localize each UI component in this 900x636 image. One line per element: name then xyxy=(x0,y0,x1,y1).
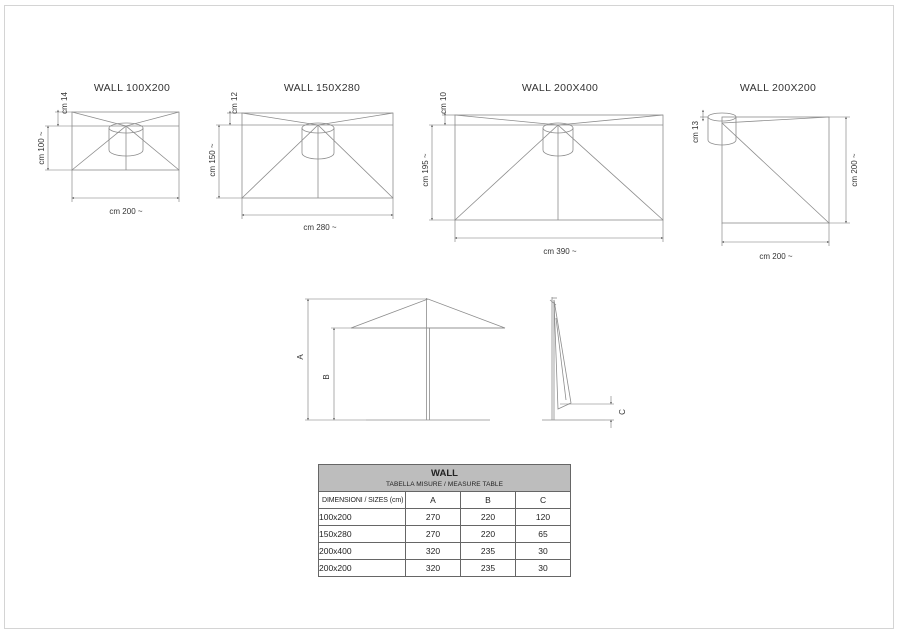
height-label: cm 200 ~ xyxy=(850,153,859,186)
table-subtitle: TABELLA MISURE / MEASURE TABLE xyxy=(385,480,504,488)
diagram-title: WALL 150X280 xyxy=(284,82,360,94)
height-label: cm 150 ~ xyxy=(208,143,217,176)
value-b: 235 xyxy=(460,542,516,560)
diagram-title: WALL 100X200 xyxy=(94,82,170,94)
value-c: 30 xyxy=(514,542,572,560)
column-header-b: B xyxy=(460,491,516,509)
umbrella-closed-elevation: C xyxy=(542,297,627,428)
height-label: cm 100 ~ xyxy=(37,131,46,164)
column-header-a: A xyxy=(405,491,461,509)
offset-label: cm 14 xyxy=(60,92,69,114)
value-b: 220 xyxy=(460,508,516,526)
table-row: 200x200 320 235 30 xyxy=(318,559,572,577)
value-c: 120 xyxy=(514,508,572,526)
value-a: 270 xyxy=(405,508,461,526)
offset-label: cm 12 xyxy=(230,92,239,114)
table-title: WALL xyxy=(431,467,458,479)
offset-label: cm 13 xyxy=(691,121,700,143)
value-c: 30 xyxy=(514,559,572,577)
canopy-outline xyxy=(241,112,394,199)
value-a: 320 xyxy=(405,542,461,560)
value-c: 65 xyxy=(514,525,572,543)
canopy-outline xyxy=(721,116,830,224)
value-b: 220 xyxy=(460,525,516,543)
canopy-outline xyxy=(71,111,180,171)
size-cell: 150x280 xyxy=(318,525,406,543)
column-header-sizes: DIMENSIONI / SIZES (cm) xyxy=(318,491,406,509)
value-a: 270 xyxy=(405,525,461,543)
diagram-wall-150x280: WALL 150X280 cm 150 ~ cm 12 cm 280 ~ xyxy=(208,82,394,232)
width-label: cm 280 ~ xyxy=(303,223,336,232)
diagram-wall-200x400: WALL 200X400 cm 195 ~ cm 10 cm 390 ~ xyxy=(421,82,664,256)
table-row: 100x200 270 220 120 xyxy=(318,508,572,526)
width-label: cm 200 ~ xyxy=(109,207,142,216)
page-frame xyxy=(4,5,894,629)
table-header: WALL TABELLA MISURE / MEASURE TABLE xyxy=(317,464,572,492)
width-label: cm 390 ~ xyxy=(543,247,576,256)
collar-shape xyxy=(108,128,144,157)
table-row: 200x400 320 235 30 xyxy=(318,542,572,560)
size-cell: 200x200 xyxy=(318,559,406,577)
height-label: cm 195 ~ xyxy=(421,153,430,186)
diagram-wall-100x200: WALL 100X200 cm 100 ~ cm 14 cm 200 ~ xyxy=(37,82,180,216)
size-cell: 200x400 xyxy=(318,542,406,560)
measure-table: WALL TABELLA MISURE / MEASURE TABLE DIME… xyxy=(317,464,572,577)
label-b: B xyxy=(322,374,331,379)
canopy-outline xyxy=(454,114,664,221)
size-cell: 100x200 xyxy=(318,508,406,526)
canopy-open xyxy=(350,298,506,329)
value-b: 235 xyxy=(460,559,516,577)
column-header-row: DIMENSIONI / SIZES (cm) A B C xyxy=(318,491,572,509)
offset-label: cm 10 xyxy=(439,92,448,114)
label-a: A xyxy=(296,354,305,360)
table-row: 150x280 270 220 65 xyxy=(318,525,572,543)
width-label: cm 200 ~ xyxy=(759,252,792,261)
column-header-c: C xyxy=(514,491,572,509)
value-a: 320 xyxy=(405,559,461,577)
label-c: C xyxy=(618,409,627,415)
canopy-closed xyxy=(553,299,572,410)
diagram-wall-200x200: WALL 200X200 cm 200 ~ cm 13 cm 200 ~ xyxy=(691,82,859,261)
diagram-title: WALL 200X400 xyxy=(522,82,598,94)
diagram-title: WALL 200X200 xyxy=(740,82,816,94)
umbrella-open-elevation: A B xyxy=(296,298,506,421)
